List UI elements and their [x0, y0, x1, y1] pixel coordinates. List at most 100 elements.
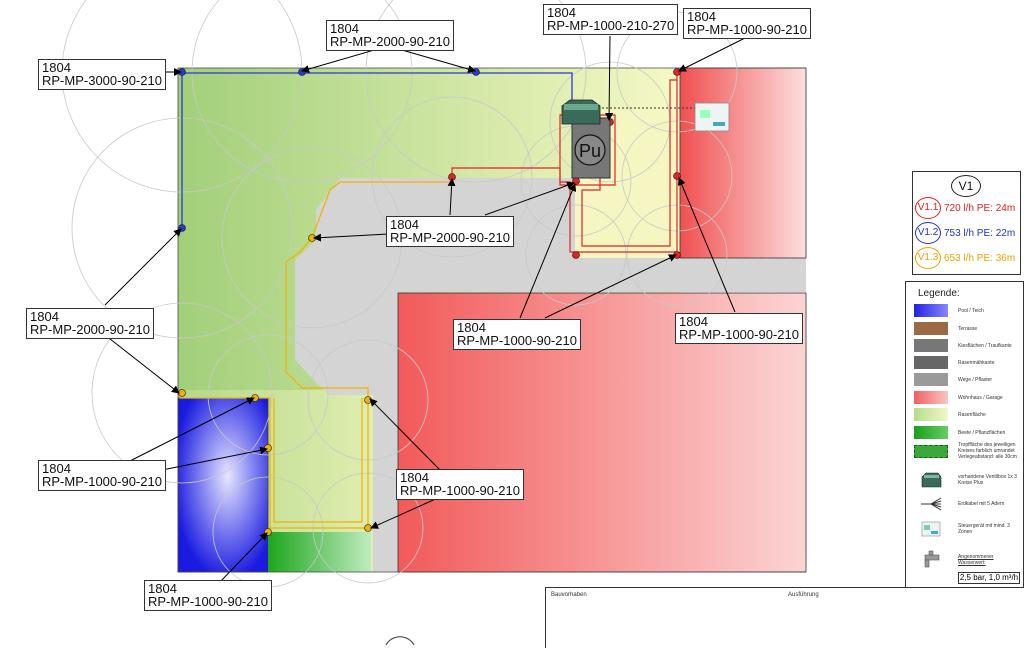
sprinkler-callout: 1804 RP-MP-1000-90-210 — [453, 319, 581, 350]
callout-model: RP-MP-1000-90-210 — [148, 594, 268, 609]
legend: Legende: Pool / Teich Terrasse Kiesfläch… — [905, 281, 1024, 588]
legend-swatch — [914, 356, 948, 369]
legend-label: Pool / Teich — [958, 307, 984, 314]
circuit-badge: V1.1 — [915, 197, 941, 219]
title-block-execution: Ausführung — [783, 587, 1024, 648]
circuit-badge: V1.2 — [915, 222, 941, 244]
legend-item: Angenommener Wasserwert: — [914, 550, 1022, 570]
callout-model: RP-MP-1000-210-270 — [547, 18, 675, 33]
faucet-icon — [914, 550, 948, 570]
sprinkler-callout: 1804 RP-MP-1000-210-270 — [543, 4, 679, 35]
legend-swatch — [914, 408, 948, 421]
sprinkler-head — [673, 251, 681, 259]
legend-item: Steuergerät mit mind. 3 Zonen — [914, 519, 1022, 539]
legend-item: Wohnhaus / Garage — [914, 391, 1022, 404]
house-right — [679, 67, 807, 259]
callout-code: 1804 — [30, 309, 59, 324]
sprinkler-callout: 1804 RP-MP-1000-90-210 — [675, 313, 803, 344]
callout-model: RP-MP-3000-90-210 — [42, 73, 162, 88]
sprinkler-heads-v1-3 — [178, 234, 372, 536]
callout-model: RP-MP-1000-90-210 — [687, 22, 807, 37]
sprinkler-head — [673, 68, 681, 76]
legend-swatch — [914, 304, 948, 317]
title-block-client: Bauvorhaben — [545, 587, 785, 648]
callout-model: RP-MP-2000-90-210 — [330, 34, 450, 49]
circuit-info: 653 l/h PE: 36m — [944, 252, 1016, 264]
legend-swatch — [914, 391, 948, 404]
callout-model: RP-MP-2000-90-210 — [30, 322, 150, 337]
valve-box-icon — [561, 99, 601, 125]
callout-code: 1804 — [457, 320, 486, 335]
circuit-row: V1.3 653 l/h PE: 36m — [915, 247, 1015, 269]
callout-model: RP-MP-1000-90-210 — [679, 327, 799, 342]
paving-path — [295, 178, 806, 572]
circuit-row: V1.1 720 l/h PE: 24m — [915, 197, 1015, 219]
water-value: 2,5 bar, 1,0 m³/h — [958, 572, 1020, 584]
pump-label: Pu — [579, 141, 601, 161]
legend-label: Wege / Pflaster — [958, 376, 993, 383]
legend-item: Kiesflächen / Traufkante — [914, 339, 1022, 352]
legend-swatch — [914, 444, 948, 458]
callout-code: 1804 — [679, 314, 708, 329]
client-label: Bauvorhaben — [551, 592, 587, 598]
legend-label: Steuergerät mit mind. 3 Zonen — [958, 523, 1010, 535]
callout-model: RP-MP-1000-90-210 — [457, 333, 577, 348]
sprinkler-head — [364, 524, 372, 532]
legend-item: Beete / Pflanzflächen — [914, 426, 1022, 439]
legend-item: Rasenmähkante — [914, 356, 1022, 369]
sprinkler-head — [264, 444, 272, 452]
sprinkler-callout: 1804 RP-MP-2000-90-210 — [326, 20, 454, 51]
sprinkler-head — [472, 68, 480, 76]
legend-label: Rasenmähkante — [958, 359, 995, 366]
legend-swatch — [914, 373, 948, 386]
legend-item: Rasenfläche — [914, 408, 1022, 421]
sprinkler-head — [572, 251, 580, 259]
sprinkler-callout: 1804 RP-MP-1000-90-210 — [396, 469, 524, 500]
sprinkler-callout: 1804 RP-MP-2000-90-210 — [386, 216, 514, 247]
sprinkler-callout: 1804 RP-MP-3000-90-210 — [38, 59, 166, 90]
legend-swatch — [914, 426, 948, 439]
circuit-row: V1.2 753 l/h PE: 22m — [915, 222, 1015, 244]
legend-label: Erdkabel mit 5 Adern — [958, 501, 1005, 507]
callout-code: 1804 — [330, 21, 359, 36]
legend-label: Terrasse — [958, 325, 978, 332]
callout-code: 1804 — [547, 5, 576, 20]
pump-symbol — [574, 134, 606, 166]
legend-label: Angenommener Wasserwert: — [958, 554, 994, 566]
legend-label: vorhandene Ventilbox 1x 3 Kreise Plus — [958, 474, 1017, 486]
circuit-panel: V1 V1.1 720 l/h PE: 24m V1.2 753 l/h PE:… — [912, 171, 1021, 275]
sprinkler-callout: 1804 RP-MP-1000-90-210 — [38, 460, 166, 491]
legend-item: Pool / Teich — [914, 304, 1022, 317]
sprinkler-head — [251, 394, 259, 402]
callout-code: 1804 — [148, 581, 177, 596]
circuit-v1-3-line — [179, 181, 452, 529]
callout-code: 1804 — [400, 470, 429, 485]
legend-label: Kiesflächen / Traufkante — [958, 342, 1012, 349]
legend-item: vorhandene Ventilbox 1x 3 Kreise Plus — [914, 470, 1022, 490]
legend-item: Terrasse — [914, 322, 1022, 335]
legend-item: Erdkabel mit 5 Adern — [914, 494, 1022, 514]
legend-label: Beete / Pflanzflächen — [958, 429, 1006, 436]
legend-item: Tropffläche des jeweiligen Kreises farbl… — [914, 442, 1022, 460]
callout-code: 1804 — [42, 461, 71, 476]
callout-code: 1804 — [42, 60, 71, 75]
callout-model: RP-MP-1000-90-210 — [42, 474, 162, 489]
cable-icon — [914, 494, 948, 514]
legend-item: Wege / Pflaster — [914, 373, 1022, 386]
legend-title: Legende: — [918, 288, 960, 299]
circuit-group-header: V1 — [951, 175, 981, 197]
legend-swatch — [914, 339, 948, 352]
callout-model: RP-MP-2000-90-210 — [390, 230, 510, 245]
legend-label: Tropffläche des jeweiligen Kreises farbl… — [958, 442, 1017, 460]
legend-label: Wohnhaus / Garage — [958, 394, 1003, 401]
callout-model: RP-MP-1000-90-210 — [400, 483, 520, 498]
execution-label: Ausführung — [788, 592, 819, 598]
sprinkler-callout: 1804 RP-MP-1000-90-210 — [683, 8, 811, 39]
valve-box-icon — [914, 470, 948, 490]
sprinkler-head — [178, 389, 186, 397]
sprinkler-head — [298, 68, 306, 76]
stamp-arc — [385, 636, 415, 645]
legend-swatch — [914, 322, 948, 335]
controller-icon — [914, 519, 948, 539]
callout-code: 1804 — [687, 9, 716, 24]
